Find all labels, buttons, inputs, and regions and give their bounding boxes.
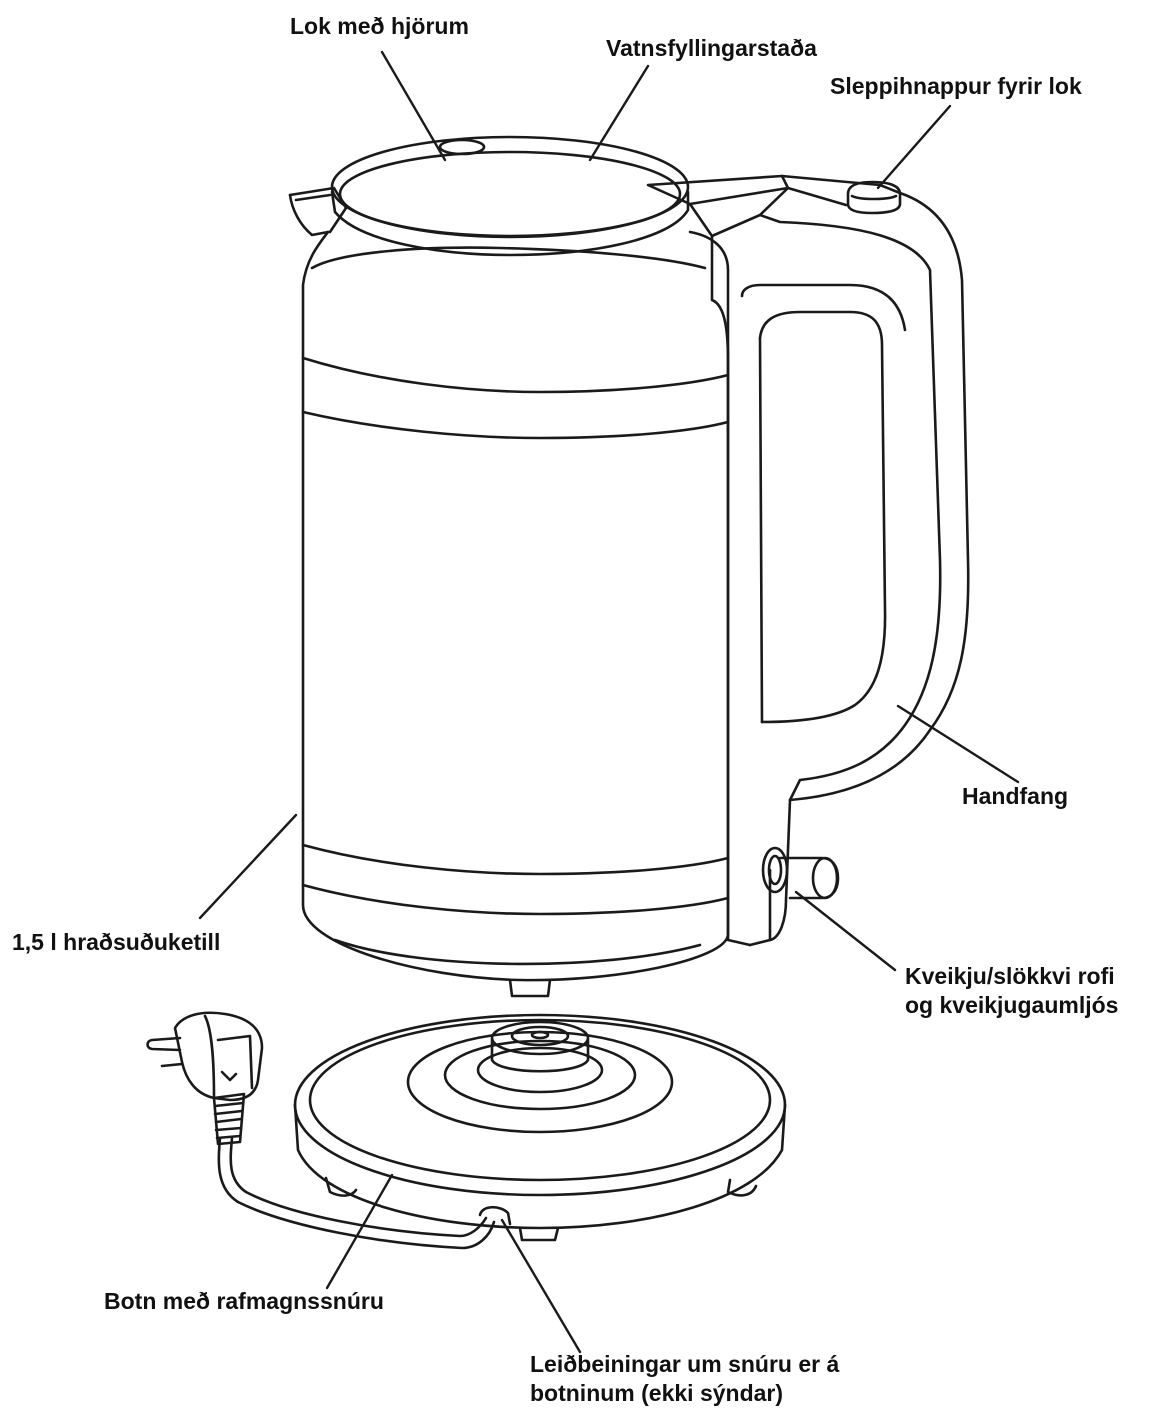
on-off-switch — [761, 846, 840, 900]
label-switch-line-2: og kveikjugaumljós — [905, 992, 1119, 1018]
spout — [288, 186, 348, 237]
lid-release-button — [846, 180, 902, 215]
label-cord-guide: Leiðbeiningar um snúru er á botninum (ek… — [530, 1350, 839, 1408]
label-cord-guide-line-1: Leiðbeiningar um snúru er á — [530, 1351, 840, 1377]
label-lid-hinged: Lok með hjörum — [290, 13, 469, 39]
power-cord-and-plug — [146, 1011, 496, 1250]
kettle-body — [301, 230, 730, 998]
label-switch-line-1: Kveikju/slökkvi rofi — [905, 963, 1115, 989]
label-cord-guide-line-2: botninum (ekki sýndar) — [530, 1380, 784, 1406]
label-handle: Handfang — [962, 783, 1069, 809]
handle — [710, 191, 970, 947]
label-switch: Kveikju/slökkvi rofi og kveikjugaumljós — [905, 962, 1118, 1020]
power-base — [293, 1013, 787, 1242]
leader-lines — [198, 50, 1020, 1354]
label-base: Botn með rafmagnssnúru — [104, 1288, 384, 1314]
lid-hinge-bridge — [646, 174, 902, 238]
lid — [330, 135, 690, 257]
label-kettle: 1,5 l hraðsuðuketill — [12, 929, 221, 955]
label-water-level: Vatnsfyllingarstaða — [606, 35, 817, 61]
label-lid-release: Sleppihnappur fyrir lok — [830, 73, 1082, 99]
